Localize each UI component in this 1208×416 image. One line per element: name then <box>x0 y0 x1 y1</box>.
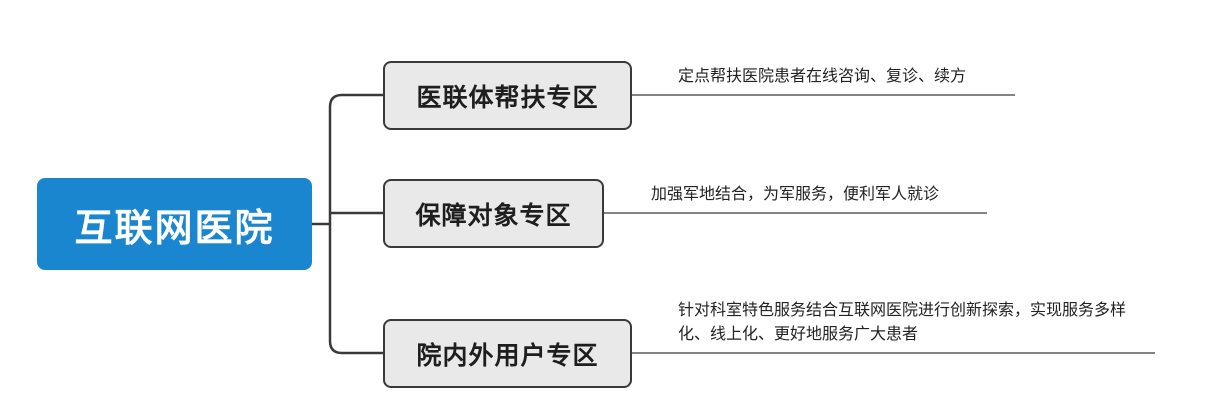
root-node-internet-hospital: 互联网医院 <box>37 178 312 270</box>
root-node-label: 互联网医院 <box>74 205 275 250</box>
branch-detail-guarantee-objects: 加强军地结合，为军服务，便利军人就诊 <box>651 184 940 203</box>
branch-node-label: 院内外用户专区 <box>416 340 599 370</box>
branch-node-guarantee-objects: 保障对象专区 <box>383 179 604 248</box>
branch-node-inside-outside-users: 院内外用户专区 <box>383 319 632 388</box>
branch-node-medical-alliance: 医联体帮扶专区 <box>383 61 632 130</box>
branch-detail-medical-alliance: 定点帮扶医院患者在线咨询、复诊、续方 <box>678 66 967 85</box>
branch-node-label: 保障对象专区 <box>415 200 572 230</box>
trunk-connector <box>328 93 383 355</box>
branch-detail-inside-outside-users: 针对科室特色服务结合互联网医院进行创新探索，实现服务多样化、线上化、更好地服务广… <box>678 300 1127 343</box>
branch-node-label: 医联体帮扶专区 <box>416 82 599 112</box>
